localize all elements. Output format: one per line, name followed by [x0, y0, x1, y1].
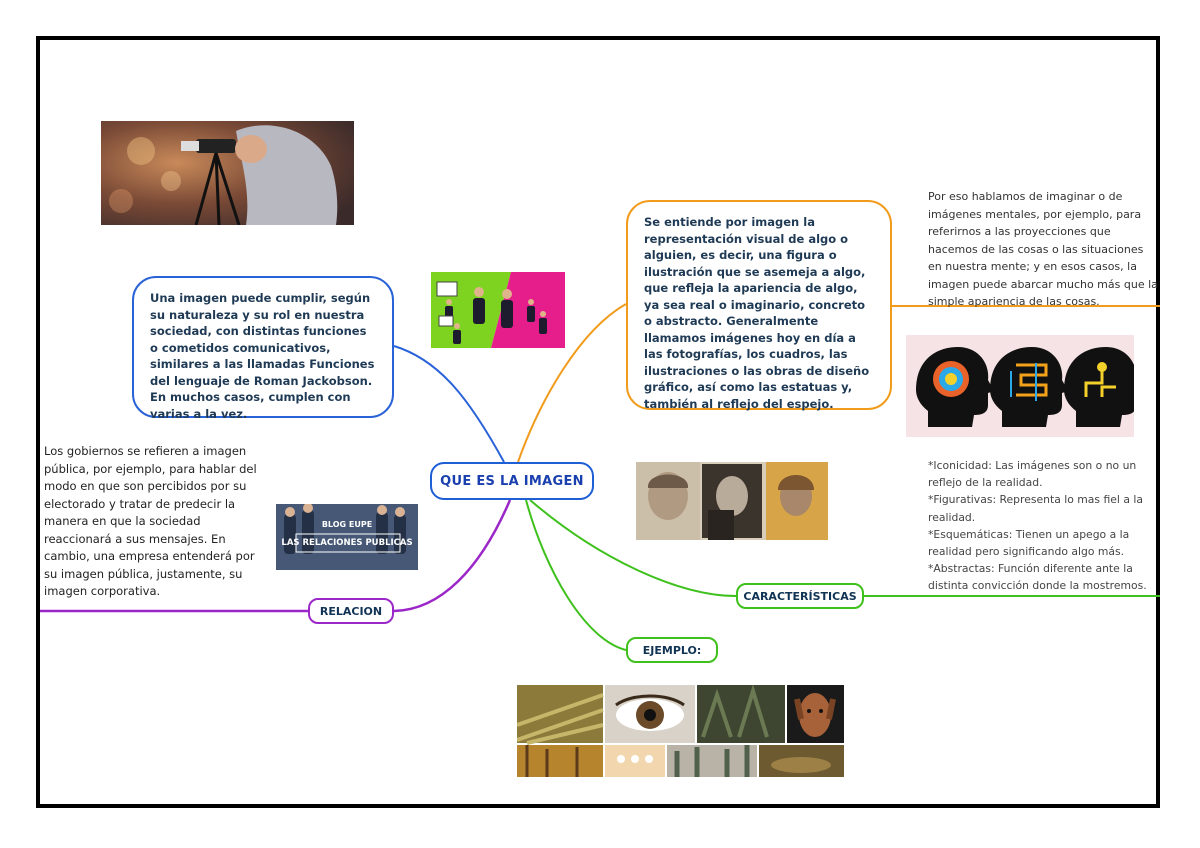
- functions-bubble[interactable]: Una imagen puede cumplir, según su natur…: [132, 276, 394, 421]
- central-topic[interactable]: QUE ES LA IMAGEN: [430, 462, 594, 500]
- link-caracteristicas: [529, 499, 737, 597]
- business-people-illustration: [431, 272, 565, 348]
- relaciones-caption: LAS RELACIONES PUBLICAS: [281, 538, 413, 548]
- link-ejemplo: [525, 499, 627, 651]
- caracteristicas-topic[interactable]: CARACTERÍSTICAS: [736, 583, 864, 609]
- photographer-photo: [101, 121, 354, 225]
- caracteristica-item: *Abstractas: Función diferente ante la d…: [928, 562, 1147, 593]
- caracteristica-item: *Figurativas: Representa lo mas fiel a l…: [928, 493, 1144, 524]
- public-relations-photo: BLOG EUPE LAS RELACIONES PUBLICAS: [276, 504, 418, 570]
- example-photo-collage: [517, 685, 844, 777]
- ejemplo-topic[interactable]: EJEMPLO:: [626, 637, 718, 663]
- link-relacion: [393, 499, 512, 613]
- caracteristica-item: *Esquemáticas: Tienen un apego a la real…: [928, 527, 1130, 559]
- mental-images-text: Por eso hablamos de imaginar o de imágen…: [928, 190, 1158, 308]
- relacion-topic[interactable]: RELACION: [308, 598, 394, 624]
- link-left-bubble: [393, 345, 505, 463]
- link-right-bubble: [517, 303, 627, 463]
- relaciones-caption-top: BLOG EUPE: [321, 520, 373, 529]
- diagram-frame: [36, 36, 1160, 808]
- relacion-text: Los gobiernos se refieren a imagen públi…: [44, 444, 257, 598]
- brain-heads-illustration: [906, 335, 1134, 437]
- caracteristicas-list: *Iconicidad: Las imágenes son o no un re…: [928, 457, 1148, 595]
- definition-bubble[interactable]: Se entiende por imagen la representación…: [626, 200, 892, 411]
- portraits-gallery-photo: [636, 462, 828, 540]
- caracteristica-item: *Iconicidad: Las imágenes son o no un re…: [928, 459, 1137, 490]
